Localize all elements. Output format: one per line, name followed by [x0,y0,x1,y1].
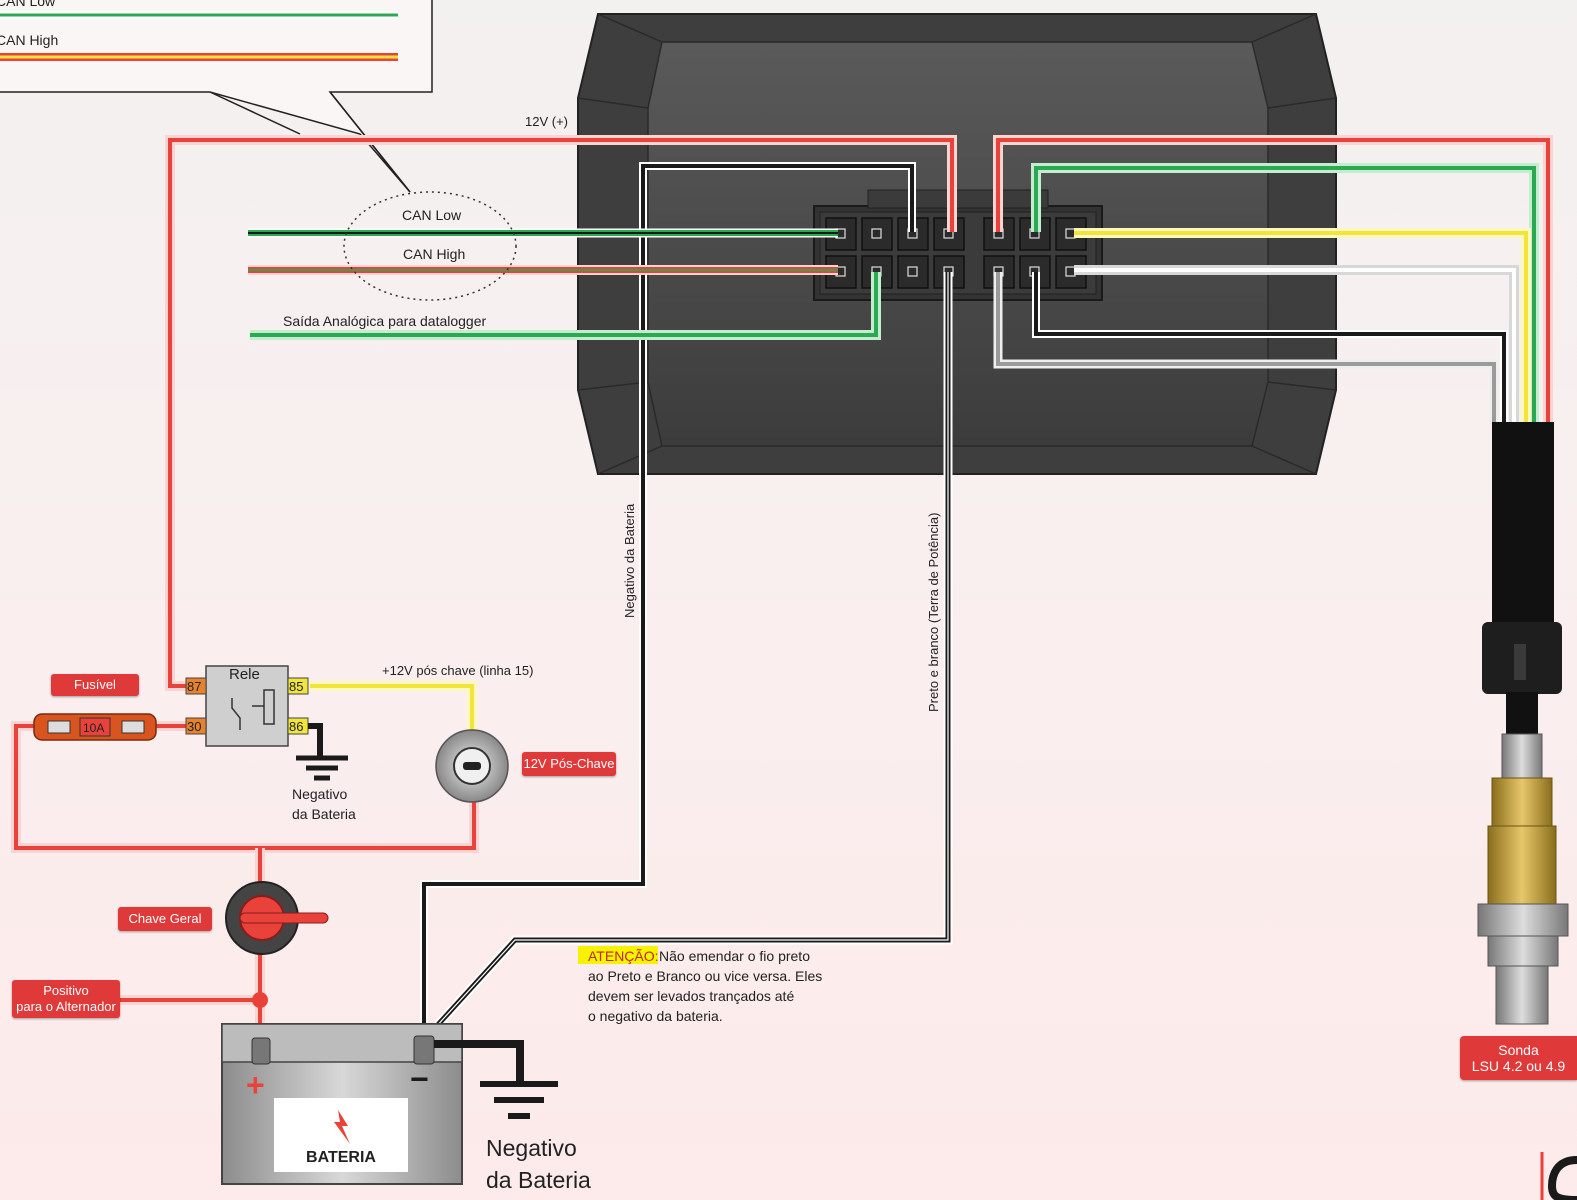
battery [221,1023,463,1185]
legend-can-high-label: CAN High [0,32,58,48]
battery-label: BATERIA [306,1149,376,1166]
relay-pin-85: 85 [289,679,303,694]
sensor-label-line-1: Sonda [1498,1042,1539,1058]
warning-tag: ATENÇÃO: [588,948,659,964]
battery-ground-label-1: Negativo [486,1135,577,1161]
relay-ground-label-1: Negativo [292,786,347,802]
wire-post-key [310,681,477,740]
fuse-label: Fusível [51,674,139,696]
battery-ground-label-2: da Bateria [486,1167,591,1193]
alternator-label-line-1: Positivo [43,983,89,998]
power-12v-label: 12V (+) [525,114,568,129]
power-ground-vertical-label: Preto e branco (Terra de Potência) [926,513,941,712]
sensor-label-line-2: LSU 4.2 ou 4.9 [1471,1058,1566,1074]
brand-mark [1540,1152,1577,1200]
relay-ground-label-2: da Bateria [292,806,356,822]
can-low-label: CAN Low [402,207,462,223]
alternator-label: Positivo para o Alternador [12,980,120,1018]
wire-battery-negative [420,162,916,1040]
relay-pin-30: 30 [187,719,201,734]
relay-title: Rele [229,666,260,683]
main-switch [225,881,329,955]
wire-12v-positive [165,135,957,691]
battery-ground-symbol [434,1040,558,1119]
warning-line-4: o negativo da bateria. [588,1008,723,1024]
legend-callout [0,0,433,193]
battery-minus: − [410,1061,429,1097]
wire-analog-output [250,272,881,340]
can-ellipse [343,191,517,301]
relay-ground-symbol [296,723,348,781]
battery-plus: + [246,1067,265,1103]
fuse-rating: 10A [83,721,104,735]
post-key-label: +12V pós chave (linha 15) [382,663,533,678]
relay-pin-86: 86 [289,719,303,734]
sensor-label: Sonda LSU 4.2 ou 4.9 [1460,1036,1577,1080]
wire-power-ground [420,272,953,1044]
relay [185,665,309,747]
battery-negative-vertical-label: Negativo da Bateria [622,503,637,618]
can-high-label: CAN High [403,246,465,262]
wire-fuse-loop [11,721,479,1046]
main-switch-label: Chave Geral [118,907,212,931]
alternator-label-line-2: para o Alternador [16,999,116,1014]
warning-line-2: ao Preto e Branco ou vice versa. Eles [588,968,822,984]
module-connector [813,189,1103,301]
warning-line-1: Não emendar o fio preto [659,948,810,964]
fuse [33,713,157,741]
warning-line-3: devem ser levados trançados até [588,988,794,1004]
relay-pin-87: 87 [187,679,201,694]
lambda-sensor [1477,422,1569,1025]
analog-output-label: Saída Analógica para datalogger [283,313,486,329]
sensor-harness-wires [993,135,1553,424]
key-switch-label: 12V Pós-Chave [522,752,616,776]
key-switch [435,729,509,803]
legend-can-low-label: CAN Low [0,0,56,9]
